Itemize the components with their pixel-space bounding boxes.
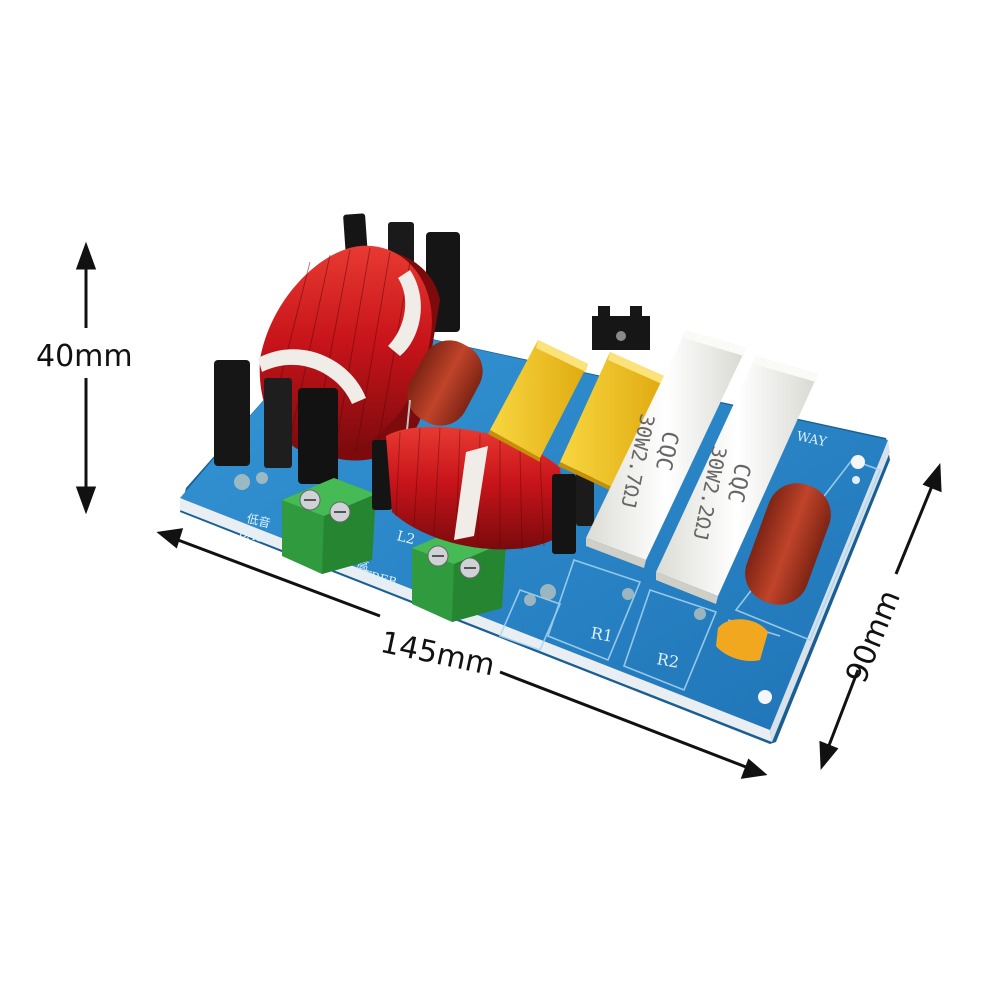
large-inductor [214, 213, 460, 484]
small-orange-capacitor [716, 619, 768, 662]
width-dimension-arrow [819, 463, 942, 770]
silk-way: WAY [795, 429, 828, 450]
red-film-capacitor [745, 483, 831, 605]
mounting-hole [758, 690, 772, 704]
silk-l2: L2 [395, 528, 417, 548]
yellow-capacitor [488, 340, 588, 462]
cable-tie [388, 270, 421, 356]
bass-terminal-block [282, 478, 376, 574]
cable-tie [258, 349, 366, 404]
height-dimension-label: 40mm [36, 339, 133, 374]
silk-bass-cn: 低音 [245, 510, 272, 530]
mounting-hole [852, 476, 860, 484]
heatsink [592, 306, 650, 350]
silk-r2: R2 [655, 649, 680, 672]
silk-r1: R1 [589, 623, 614, 646]
small-inductor [372, 426, 594, 554]
mounting-hole [851, 455, 865, 469]
height-dimension-arrow [75, 241, 97, 515]
length-dimension-arrow [156, 528, 768, 779]
yellow-capacitor [558, 352, 664, 494]
cable-tie [454, 446, 488, 540]
